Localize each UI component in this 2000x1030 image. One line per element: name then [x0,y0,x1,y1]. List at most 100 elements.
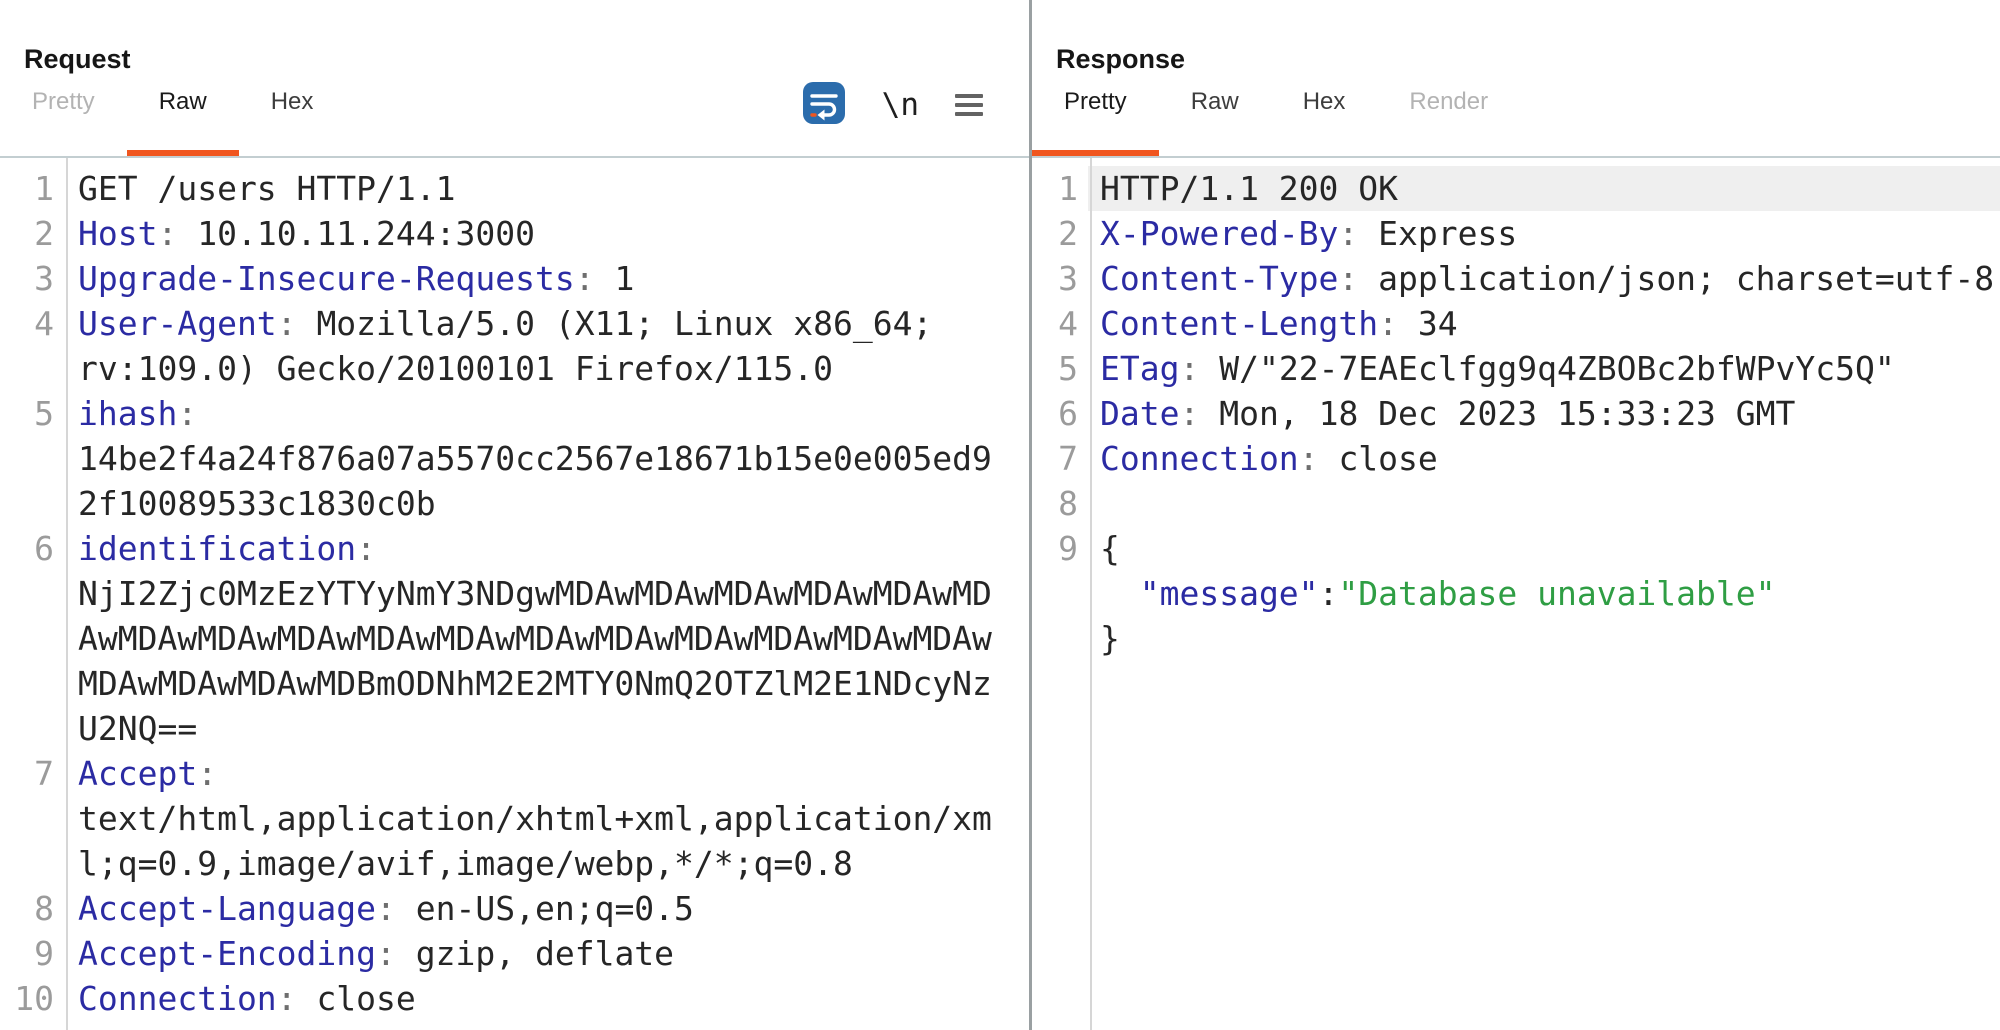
code-line: 2 Host: 10.10.11.244:3000 [0,211,1029,256]
line-number: 3 [1058,259,1078,298]
code-line-text: NjI2Zjc0MzEzYTYyNmY3NDgwMDAwMDAwMDAwMDAw… [78,574,992,613]
code-line-text: User-Agent: Mozilla/5.0 (X11; Linux x86_… [78,304,933,343]
line-number: 9 [34,934,54,973]
code-line-text: "message":"Database unavailable" [1100,574,1776,613]
code-line-text: GET /users HTTP/1.1 [78,169,456,208]
tab-render[interactable]: Render [1409,88,1489,115]
code-line: 14be2f4a24f876a07a5570cc2567e18671b15e0e… [0,436,1029,481]
line-number: 5 [34,394,54,433]
code-line: 2 X-Powered-By: Express [1032,211,2000,256]
code-line-text: X-Powered-By: Express [1100,214,1518,253]
request-panel-title: Request [24,44,131,74]
code-line: 3 Content-Type: application/json; charset… [1032,256,2000,301]
code-line: l;q=0.9,image/avif,image/webp,*/*;q=0.8 [0,841,1029,886]
code-line-text: Upgrade-Insecure-Requests: 1 [78,259,635,298]
code-line-text: ETag: W/"22-7EAEclfgg9q4ZBOBc2bfWPvYc5Q" [1100,349,1895,388]
code-line: 6 Date: Mon, 18 Dec 2023 15:33:23 GMT [1032,391,2000,436]
code-line-text: text/html,application/xhtml+xml,applicat… [78,799,992,838]
code-line: 9{ [1032,526,2000,571]
line-number: 3 [34,259,54,298]
code-line: 1 GET /users HTTP/1.1 [0,166,1029,211]
code-line-text: Accept-Encoding: gzip, deflate [78,934,675,973]
code-line: 8 [1032,481,2000,526]
line-number: 7 [1058,439,1078,478]
code-line: 5 ihash: [0,391,1029,436]
code-line: } [1032,616,2000,661]
line-number [0,436,64,481]
code-line-text: rv:109.0) Gecko/20100101 Firefox/115.0 [78,349,833,388]
code-line: AwMDAwMDAwMDAwMDAwMDAwMDAwMDAwMDAwMDAwMD… [0,616,1029,661]
code-line-text: } [1100,619,1120,658]
line-number: 1 [1058,169,1078,208]
code-line: U2NQ== [0,706,1029,751]
code-line: "message":"Database unavailable" [1032,571,2000,616]
request-panel: Request Pretty Raw Hex \n 1 GET /users HTTP… [0,44,1029,1030]
tab-pretty[interactable]: Pretty [32,88,95,115]
tab-raw[interactable]: Raw [126,80,239,156]
code-line-text: Content-Length: 34 [1100,304,1458,343]
line-number [0,796,64,841]
line-number: 6 [34,529,54,568]
code-line: 7 Connection: close [1032,436,2000,481]
code-line-text: 14be2f4a24f876a07a5570cc2567e18671b15e0e… [78,439,992,478]
line-number [1032,616,1088,661]
editor-menu-icon[interactable] [955,94,983,116]
line-number [1032,571,1088,616]
response-panel-title: Response [1056,44,1186,74]
code-line-text: MDAwMDAwMDAwMDBmODNhM2E2MTY0NmQ2OTZlM2E1… [78,664,992,703]
tab-raw[interactable]: Raw [1190,88,1239,115]
line-number [0,346,64,391]
line-number: 6 [1058,394,1078,433]
request-editor-toolbar: \n [802,80,1029,156]
wrap-lines-icon[interactable] [802,81,846,130]
line-number: 4 [1058,304,1078,343]
code-line-text: ihash: [78,394,198,433]
code-line-text: identification: [78,529,377,568]
code-line: text/html,application/xhtml+xml,applicat… [0,796,1029,841]
code-line-text: { [1100,529,1120,568]
tab-pretty[interactable]: Pretty [1032,80,1159,156]
line-number: 10 [14,979,54,1018]
line-number [0,706,64,751]
code-line: 3 Upgrade-Insecure-Requests: 1 [0,256,1029,301]
code-line: 9 Accept-Encoding: gzip, deflate [0,931,1029,976]
code-line: 4 Content-Length: 34 [1032,301,2000,346]
line-number [0,841,64,886]
code-line: NjI2Zjc0MzEzYTYyNmY3NDgwMDAwMDAwMDAwMDAw… [0,571,1029,616]
code-line-text: Host: 10.10.11.244:3000 [78,214,535,253]
code-line-text: U2NQ== [78,709,198,748]
code-line-text: Content-Type: application/json; charset=… [1100,259,1995,298]
panel-splitter[interactable] [1029,0,1032,1030]
code-line-text: Connection: close [1100,439,1438,478]
code-line-text: Accept: [78,754,218,793]
code-line: 6 identification: [0,526,1029,571]
code-line-text: Date: Mon, 18 Dec 2023 15:33:23 GMT [1100,394,1796,433]
line-number [0,481,64,526]
code-line-text: Connection: close [78,979,416,1018]
line-number: 2 [34,214,54,253]
line-number: 1 [34,169,54,208]
line-number: 8 [1058,484,1078,523]
tab-hex[interactable]: Hex [1302,88,1346,115]
request-editor[interactable]: 1 GET /users HTTP/1.1 2 Host: 10.10.11.244:… [0,158,1029,1030]
line-number [0,571,64,616]
tab-hex[interactable]: Hex [270,88,314,115]
code-line-text: l;q=0.9,image/avif,image/webp,*/*;q=0.8 [78,844,853,883]
code-line-text [1088,481,2000,526]
line-number: 2 [1058,214,1078,253]
line-number [0,616,64,661]
code-line-text: 2f10089533c1830c0b [78,484,436,523]
code-line: rv:109.0) Gecko/20100101 Firefox/115.0 [0,346,1029,391]
request-tabbar: Pretty Raw Hex \n [0,80,1029,158]
code-line: 10 Connection: close [0,976,1029,1021]
show-newlines-icon[interactable]: \n [881,87,919,123]
code-line-text: AwMDAwMDAwMDAwMDAwMDAwMDAwMDAwMDAwMDAwMD… [78,619,992,658]
line-number: 8 [34,889,54,928]
